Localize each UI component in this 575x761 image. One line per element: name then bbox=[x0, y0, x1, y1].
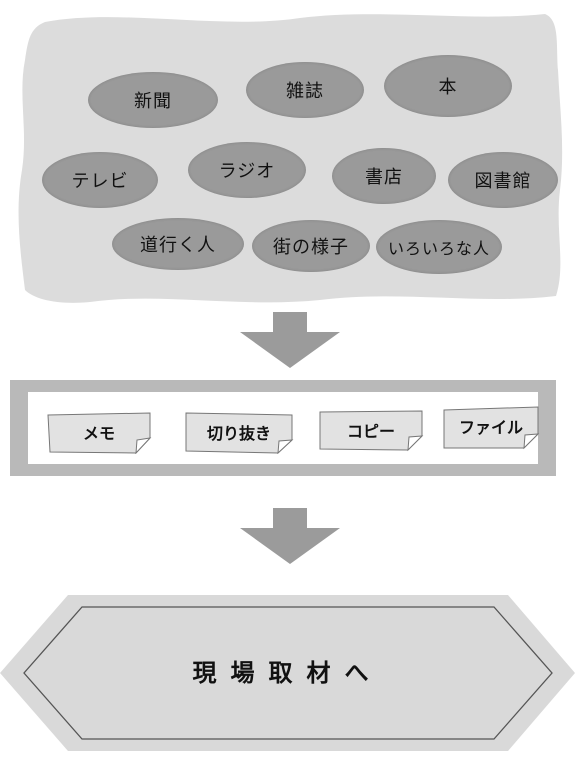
material-label: コピー bbox=[346, 422, 395, 441]
down-arrow-icon bbox=[240, 312, 340, 368]
material-memo: メモ bbox=[46, 412, 152, 454]
oval-label: 雑誌 bbox=[286, 81, 324, 102]
source-book: 本 bbox=[384, 55, 512, 117]
material-label: ファイル bbox=[458, 418, 523, 437]
material-clipping: 切り抜き bbox=[184, 412, 294, 454]
oval-label: 街の様子 bbox=[273, 237, 349, 258]
oval-label: ラジオ bbox=[218, 161, 276, 182]
source-newspaper: 新聞 bbox=[88, 72, 218, 128]
source-passersby: 道行く人 bbox=[112, 218, 244, 270]
down-arrow-icon bbox=[240, 508, 340, 564]
material-file: ファイル bbox=[442, 406, 540, 450]
source-various-people: いろいろな人 bbox=[376, 220, 502, 274]
source-street-scene: 街の様子 bbox=[252, 220, 370, 272]
source-television: テレビ bbox=[42, 152, 158, 208]
oval-label: 書店 bbox=[365, 167, 403, 188]
destination-label: 現場取材へ bbox=[192, 658, 383, 687]
oval-label: 新聞 bbox=[134, 91, 172, 112]
material-label: 切り抜き bbox=[206, 424, 271, 443]
source-magazine: 雑誌 bbox=[246, 62, 364, 118]
oval-label: テレビ bbox=[71, 171, 129, 192]
source-bookstore: 書店 bbox=[332, 148, 436, 204]
material-label: メモ bbox=[82, 424, 115, 443]
source-radio: ラジオ bbox=[188, 142, 306, 198]
source-library: 図書館 bbox=[448, 152, 558, 208]
material-copy: コピー bbox=[318, 410, 424, 452]
oval-label: 本 bbox=[438, 77, 458, 98]
destination-hexagon bbox=[0, 595, 575, 751]
oval-label: 図書館 bbox=[474, 171, 532, 192]
oval-label: いろいろな人 bbox=[387, 239, 490, 258]
oval-label: 道行く人 bbox=[140, 235, 216, 256]
